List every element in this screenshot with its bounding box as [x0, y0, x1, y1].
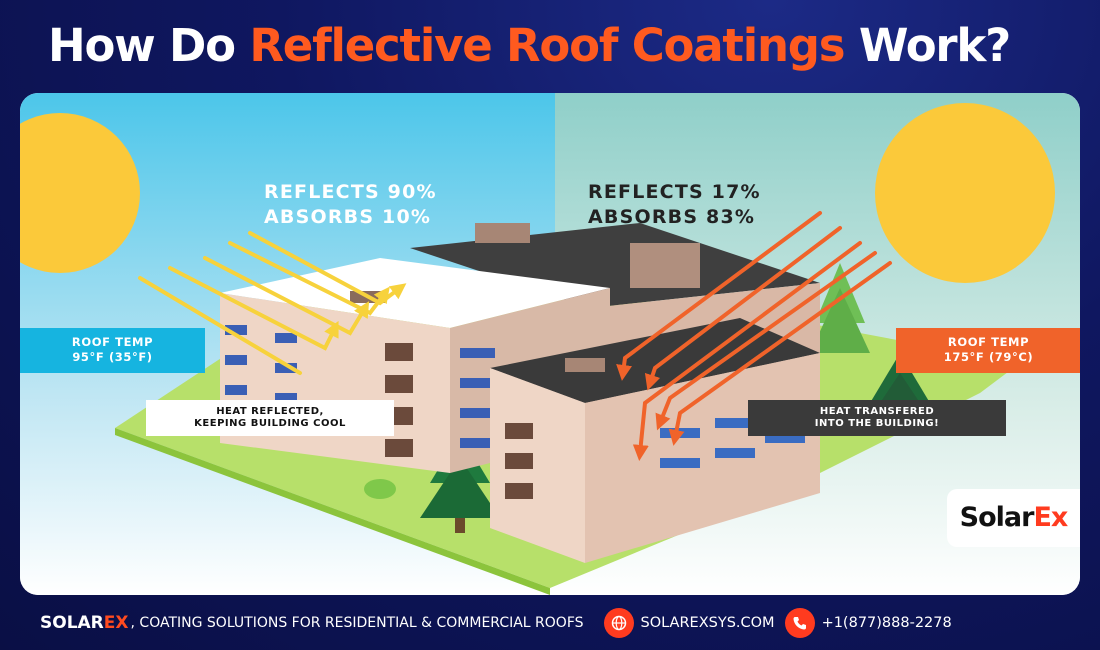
cool-reflects-text: REFLECTS 90% [264, 181, 437, 203]
heat-transferred-line1: HEAT TRANSFERED [819, 406, 935, 417]
headline-part1: How Do [48, 19, 250, 72]
headline: How Do Reflective Roof Coatings Work? [48, 14, 1011, 78]
headline-part2: Work? [844, 19, 1011, 72]
heat-reflected-line2: KEEPING BUILDING COOL [194, 418, 346, 429]
globe-icon [603, 608, 634, 638]
left-window-frames [385, 343, 413, 457]
solarex-logo-badge: SolarEx [947, 489, 1080, 547]
footer-tagline: , COATING SOLUTIONS FOR RESIDENTIAL & CO… [130, 615, 584, 631]
footer-brand: SOLAREX [40, 613, 129, 633]
sun-right-icon [875, 103, 1055, 283]
headline-highlight: Reflective Roof Coatings [249, 19, 845, 72]
cool-roof-stats: REFLECTS 90% ABSORBS 10% [264, 180, 437, 230]
reflective-roof [220, 258, 610, 328]
phone-link[interactable]: +1(877)888-2278 [784, 608, 952, 638]
hot-reflects-text: REFLECTS 17% [588, 181, 761, 203]
roof-vent [475, 223, 530, 243]
roof-vent [565, 358, 605, 372]
cool-temp-label: ROOF TEMP [71, 335, 154, 349]
right-window-frames [505, 423, 533, 499]
hot-roof-stats: REFLECTS 17% ABSORBS 83% [588, 180, 761, 230]
heat-transferred-line2: INTO THE BUILDING! [814, 418, 940, 429]
cool-roof-temp-badge: ROOF TEMP 95°F (35°F) [20, 328, 205, 373]
footer-bar: SOLAREX, COATING SOLUTIONS FOR RESIDENTI… [40, 603, 1070, 643]
bush-icon [364, 479, 396, 499]
website-link[interactable]: SOLAREXSYS.COM [603, 608, 775, 638]
cool-absorbs-text: ABSORBS 10% [264, 206, 432, 228]
footer-brand-accent: EX [103, 613, 129, 633]
logo-main: Solar [959, 502, 1035, 533]
reflected-heat-arrows [138, 231, 407, 375]
phone-icon [784, 608, 815, 638]
absorbed-heat-arrows [616, 211, 892, 461]
footer-brand-main: SOLAR [40, 613, 104, 633]
heat-reflected-caption: HEAT REFLECTED, KEEPING BUILDING COOL [146, 400, 394, 436]
heat-reflected-line1: HEAT REFLECTED, [216, 406, 324, 417]
logo-accent: Ex [1033, 502, 1068, 533]
hot-roof-temp-badge: ROOF TEMP 175°F (79°C) [896, 328, 1080, 373]
hot-temp-label: ROOF TEMP [947, 335, 1030, 349]
infographic-panel: REFLECTS 90% ABSORBS 10% REFLECTS 17% AB… [20, 93, 1080, 595]
hot-absorbs-text: ABSORBS 83% [588, 206, 756, 228]
cool-temp-value: 95°F (35°F) [72, 350, 153, 364]
dark-roof [490, 318, 820, 403]
heat-transferred-caption: HEAT TRANSFERED INTO THE BUILDING! [748, 400, 1006, 436]
roof-vent [630, 243, 700, 288]
right-wing-front-wall [490, 368, 585, 563]
ground-edge [115, 428, 550, 595]
phone-text: +1(877)888-2278 [821, 615, 952, 631]
hot-temp-value: 175°F (79°C) [943, 350, 1034, 364]
sun-left-icon [20, 113, 140, 273]
website-text: SOLAREXSYS.COM [640, 615, 775, 631]
